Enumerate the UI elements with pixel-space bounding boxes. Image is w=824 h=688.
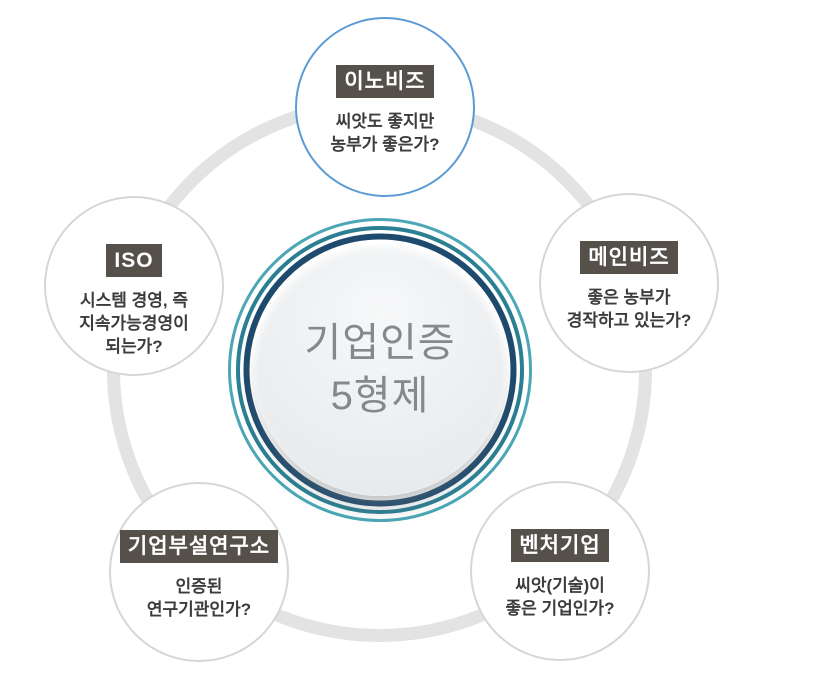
node-mainbiz-question: 좋은 농부가 경작하고 있는가?: [566, 288, 692, 331]
node-corporate-research-lab-question: 인증된 연구기관인가?: [146, 577, 252, 620]
node-iso-question: 시스템 경영, 즉 지속가능경영이 되는가?: [79, 291, 189, 357]
diagram-title: 기업인증 5형제: [304, 321, 456, 418]
node-iso: ISO 시스템 경영, 즉 지속가능경영이 되는가?: [44, 196, 224, 376]
node-corporate-research-lab: 기업부설연구소 인증된 연구기관인가?: [109, 482, 289, 662]
node-innobiz: 이노비즈 씨앗도 좋지만 농부가 좋은가?: [295, 17, 475, 197]
node-innobiz-label: 이노비즈: [336, 65, 434, 99]
center-ring-mid-teal: [236, 226, 524, 514]
center-ring-outer-teal: [228, 218, 532, 522]
node-innobiz-question: 씨앗도 좋지만 농부가 좋은가?: [330, 112, 440, 155]
node-venture: 벤처기업 씨앗(기술)이 좋은 기업인가?: [470, 481, 650, 661]
node-corporate-research-lab-label: 기업부설연구소: [119, 530, 279, 564]
node-mainbiz: 메인비즈 좋은 농부가 경작하고 있는가?: [539, 193, 719, 373]
node-venture-label: 벤처기업: [511, 529, 609, 563]
center-disc: 기업인증 5형제: [254, 244, 506, 496]
node-venture-question: 씨앗(기술)이 좋은 기업인가?: [505, 576, 615, 619]
center-ring-navy: [243, 233, 517, 507]
node-mainbiz-label: 메인비즈: [580, 241, 678, 275]
node-iso-label: ISO: [106, 244, 162, 278]
